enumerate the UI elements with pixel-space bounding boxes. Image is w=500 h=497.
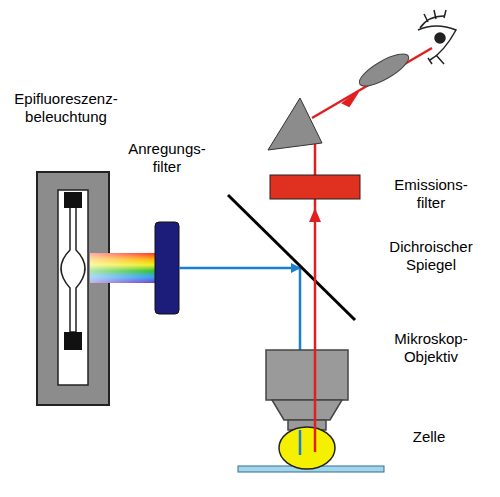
lamp-electrode [64, 332, 82, 350]
objective-cone [272, 400, 342, 420]
part-label: Dichroischer Spiegel [389, 238, 472, 274]
part-label: Zelle [413, 428, 446, 446]
white-light-beam [90, 253, 156, 283]
emission-arrowhead [309, 208, 321, 222]
part-label: Emissions- filter [394, 176, 467, 212]
dichroic-mirror [228, 195, 355, 320]
part-label: Mikroskop- Objektiv [394, 330, 467, 366]
part-label: Anregungs- filter [128, 140, 206, 176]
prism [268, 98, 322, 150]
excitation-beam [179, 267, 300, 270]
white-light-beam [90, 253, 156, 283]
emission-beam [312, 48, 432, 118]
lamp-window [58, 190, 88, 385]
objective-body [266, 350, 348, 400]
excitation-beam [299, 430, 302, 455]
observer-eye [418, 10, 456, 64]
emission-arrowhead [343, 92, 358, 106]
cell [279, 427, 335, 469]
lamp-electrode [64, 192, 82, 208]
emission-filter [270, 175, 360, 199]
lamp-bulb [61, 205, 85, 332]
excitation-filter [155, 222, 179, 314]
part-label: Epifluoreszenz- beleuchtung [14, 90, 117, 126]
lamp-housing [37, 172, 109, 405]
eyepiece-lens [355, 48, 412, 92]
